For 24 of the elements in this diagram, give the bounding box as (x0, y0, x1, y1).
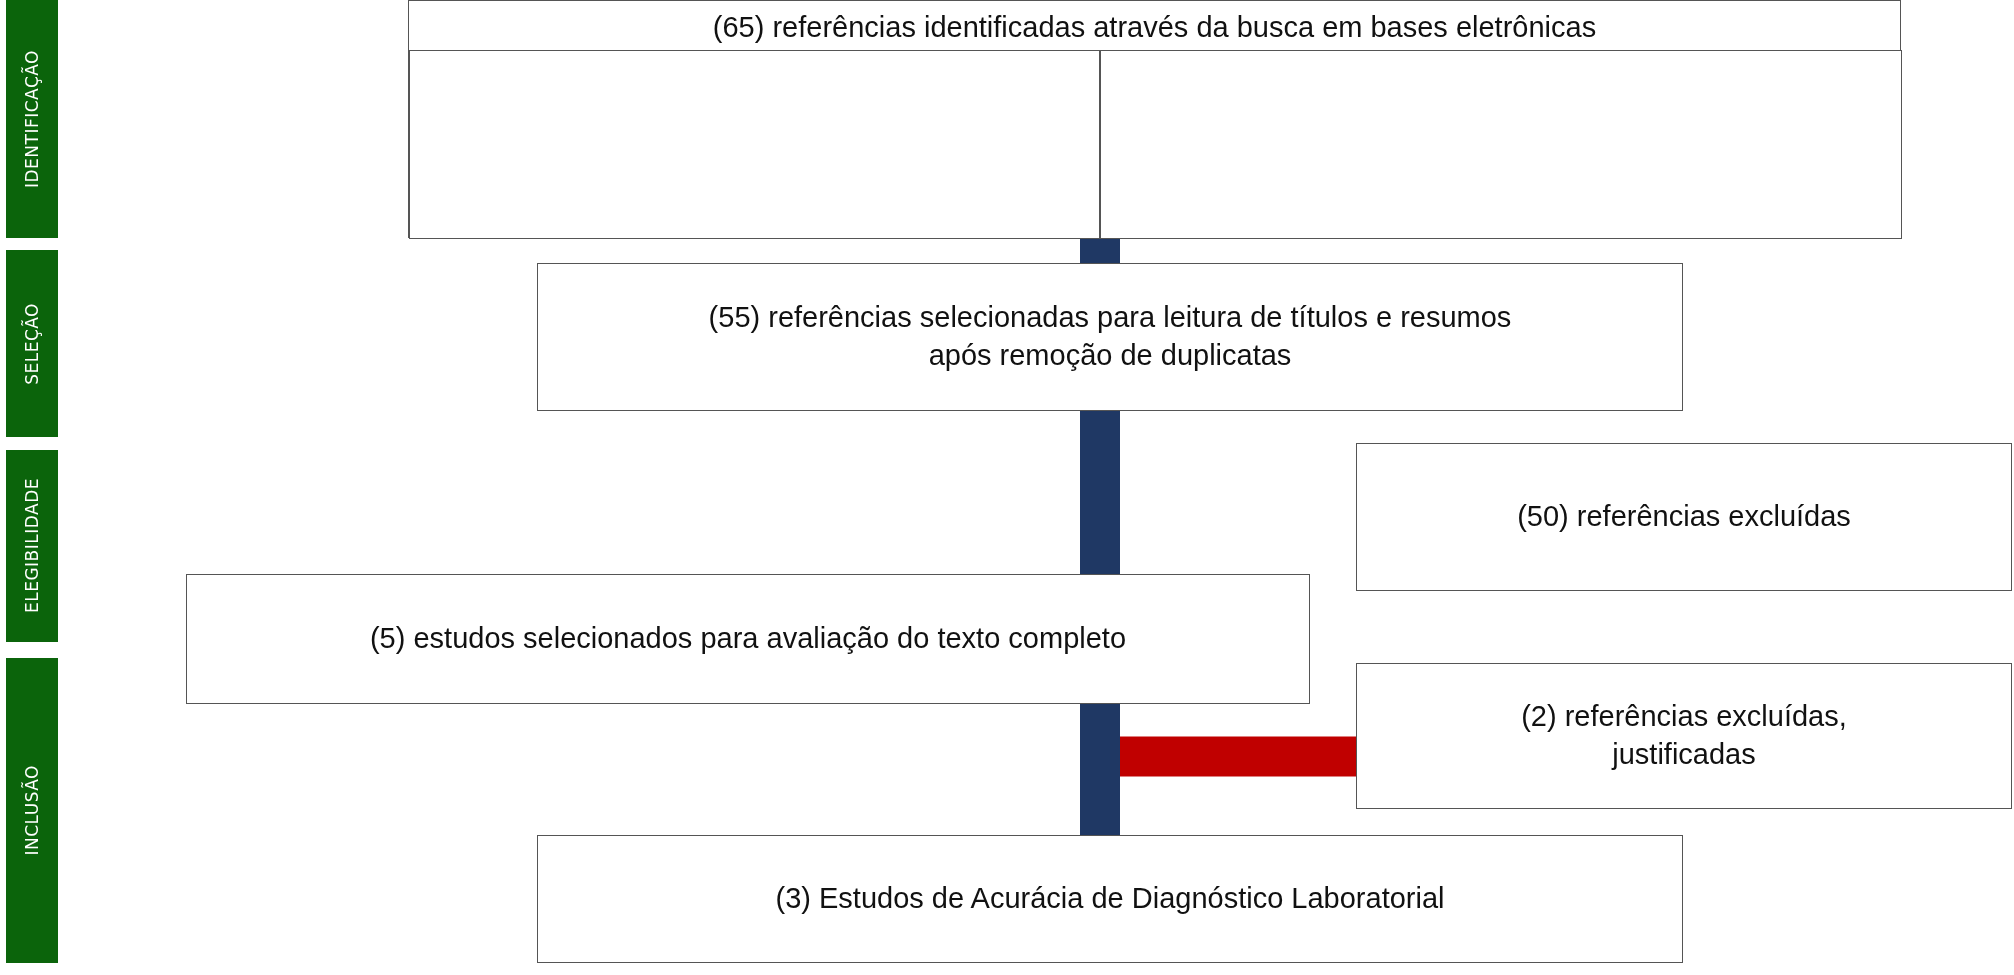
process-box (537, 835, 1683, 963)
stage-bar (6, 0, 58, 238)
stage-label: IDENTIFICAÇÃO (20, 49, 43, 188)
process-box (408, 0, 1901, 238)
box-text: (2) referências excluídas, justificadas (1520, 699, 1848, 772)
box-text: (50) referências excluídas (1516, 499, 1852, 535)
connector-bar (1080, 411, 1120, 574)
connector-bar (1120, 736, 1356, 777)
process-box (186, 574, 1310, 704)
stage-bar (6, 450, 58, 642)
stage-bar (6, 250, 58, 437)
process-box (1356, 663, 2012, 809)
stage-label: SELEÇÃO (20, 302, 43, 385)
stage-label: INCLUSÃO (20, 765, 43, 856)
box-text: (55) referências selecionadas para leitura de títulos e resumos após remoção de duplicatas (707, 300, 1513, 373)
box-text: (5) estudos selecionados para avaliação do texto completo (368, 621, 1128, 657)
box-text: (65) referências identificadas através da busca em bases eletrônicas (711, 10, 1598, 45)
connector-bar (1080, 704, 1120, 835)
connector-bar (1080, 238, 1120, 263)
process-box (1356, 443, 2012, 591)
stage-bar (6, 658, 58, 963)
stage-label: ELEGIBILIDADE (20, 478, 43, 614)
process-box (537, 263, 1683, 411)
box-text: (3) Estudos de Acurácia de Diagnóstico Laboratorial (774, 881, 1446, 917)
